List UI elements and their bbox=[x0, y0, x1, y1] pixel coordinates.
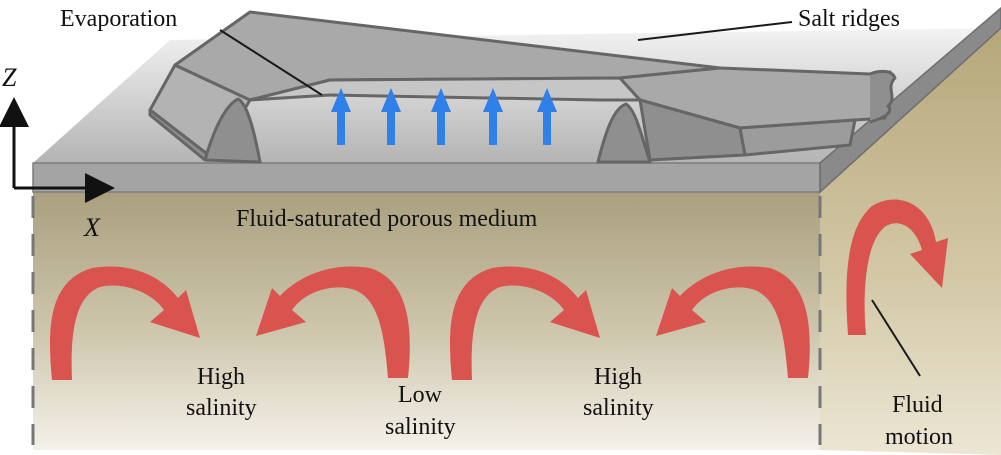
fluid-motion-label-line2: motion bbox=[885, 424, 953, 450]
evaporation-leader-line bbox=[219, 29, 323, 96]
medium-label: Fluid-saturated porous medium bbox=[236, 206, 538, 232]
salt-ridges bbox=[148, 10, 897, 164]
medium-side-face bbox=[820, 28, 1001, 455]
x-axis-label: X bbox=[83, 213, 101, 242]
low-salinity-label-line1: Low bbox=[398, 382, 443, 408]
up-arrow-icon bbox=[483, 88, 503, 145]
dashed-edges bbox=[31, 196, 822, 445]
slab-side-edge bbox=[819, 7, 1001, 194]
up-arrow-icon bbox=[431, 88, 451, 145]
up-arrow-icon bbox=[381, 88, 401, 145]
fluid-motion-leader-line bbox=[871, 299, 921, 377]
flow-arrows bbox=[50, 199, 948, 380]
curved-flow-arrow-icon bbox=[50, 266, 200, 380]
salt-ridges-label: Salt ridges bbox=[798, 6, 900, 32]
evaporation-label: Evaporation bbox=[60, 6, 177, 32]
low-salinity-label-line2: salinity bbox=[385, 414, 456, 440]
high-salinity-label-1-line2: salinity bbox=[186, 395, 257, 421]
high-salinity-label-1-line1: High bbox=[197, 364, 245, 390]
curved-flow-arrow-icon bbox=[256, 266, 410, 378]
slab-front-edge bbox=[32, 162, 821, 193]
curved-flow-arrow-icon bbox=[450, 266, 600, 380]
high-salinity-label-2-line2: salinity bbox=[583, 395, 654, 421]
salt-ridges-leader-line bbox=[637, 21, 793, 41]
axes bbox=[0, 97, 115, 203]
up-arrow-icon bbox=[331, 88, 351, 145]
fluid-motion-label-line1: Fluid bbox=[892, 392, 943, 418]
high-salinity-label-2-line1: High bbox=[594, 364, 642, 390]
evaporation-arrows bbox=[331, 88, 557, 145]
curved-flow-arrow-icon bbox=[656, 266, 810, 378]
curved-flow-arrow-icon bbox=[846, 199, 948, 335]
up-arrow-icon bbox=[537, 88, 557, 145]
z-axis-label: Z bbox=[2, 63, 17, 92]
